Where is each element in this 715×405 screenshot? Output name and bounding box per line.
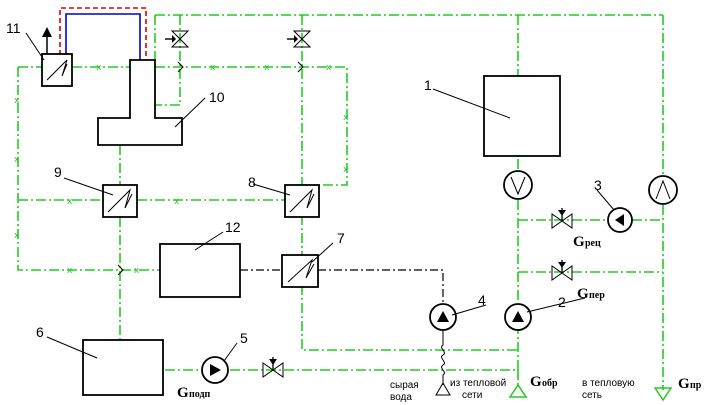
label-10: 10 <box>209 89 225 105</box>
flow-indicator-up <box>648 175 678 205</box>
svg-text:x: x <box>96 63 102 73</box>
svg-text:x: x <box>326 63 332 73</box>
raw-water-hose <box>441 330 445 385</box>
pump-5 <box>201 356 229 384</box>
vent-arrow-icon <box>42 27 52 37</box>
g-rec-label: G <box>573 234 585 250</box>
label-7: 7 <box>337 230 345 246</box>
svg-text:x: x <box>14 231 20 241</box>
element-9-box <box>102 184 138 218</box>
g-pr-sub: пр <box>690 380 702 391</box>
x-markers: x x x x x x x x x x x x x <box>14 63 349 276</box>
label-8: 8 <box>248 174 256 190</box>
blue-pipe <box>65 13 141 60</box>
valve-podp <box>262 357 284 378</box>
label-6: 6 <box>36 324 44 340</box>
return-inlet-icon <box>508 383 528 398</box>
to-net-caption-2: сеть <box>582 390 602 401</box>
svg-text:x: x <box>264 63 270 73</box>
svg-text:x: x <box>14 155 20 165</box>
element-9-coil <box>107 188 133 213</box>
label-12: 12 <box>225 219 241 235</box>
svg-text:x: x <box>343 113 349 123</box>
g-per-label: G <box>577 286 589 302</box>
pump-3 <box>607 207 633 233</box>
label-3: 3 <box>594 177 602 193</box>
leader-lines <box>25 32 615 362</box>
valve-top-2 <box>287 30 312 48</box>
g-rec-sub: рец <box>585 238 601 249</box>
g-podp-label: G <box>177 385 189 401</box>
red-pipe <box>59 7 147 60</box>
label-11: 11 <box>6 20 21 36</box>
pump-4 <box>429 303 457 331</box>
element-12-box <box>159 243 241 298</box>
valve-top-1 <box>165 30 190 48</box>
to-net-caption-1: в тепловую <box>582 378 635 389</box>
flow-chevron <box>297 61 304 73</box>
flow-chevron <box>117 264 124 276</box>
g-podp-sub: подп <box>189 389 211 400</box>
label-5: 5 <box>240 330 248 346</box>
g-per-sub: пер <box>589 290 605 301</box>
raw-water-caption-2: вода <box>390 392 412 403</box>
from-net-caption-2: сети <box>462 390 482 401</box>
flow-indicator-down <box>503 170 533 200</box>
svg-text:x: x <box>343 165 349 175</box>
flow-chevron <box>177 61 184 73</box>
svg-text:x: x <box>67 266 73 276</box>
pump-2 <box>504 303 532 331</box>
element-8-coil <box>289 188 315 213</box>
raw-water-caption-1: сырая <box>390 380 419 391</box>
valve-per <box>551 260 573 281</box>
g-obr-label: G <box>530 374 542 390</box>
valve-rec <box>551 208 573 229</box>
element-10-deaerator <box>97 59 183 146</box>
label-4: 4 <box>478 292 486 308</box>
element-8-box <box>284 184 320 218</box>
raw-water-line-b <box>318 269 444 305</box>
supply-outlet-icon <box>653 387 673 402</box>
svg-text:x: x <box>67 197 73 207</box>
element-7-coil <box>287 258 315 283</box>
raw-water-inlet <box>435 382 451 396</box>
svg-text:x: x <box>14 96 20 106</box>
g-obr-sub: обр <box>542 378 558 389</box>
from-net-caption-1: из тепловой <box>450 378 506 389</box>
label-9: 9 <box>54 164 62 180</box>
label-2: 2 <box>558 294 566 310</box>
g-pr-label: G <box>678 376 690 392</box>
svg-text:x: x <box>134 266 140 276</box>
element-6-box <box>82 339 164 396</box>
label-1: 1 <box>424 77 432 93</box>
svg-text:x: x <box>174 197 180 207</box>
element-11-coil <box>46 59 68 81</box>
svg-text:x: x <box>210 63 216 73</box>
element-1-box <box>483 75 561 157</box>
